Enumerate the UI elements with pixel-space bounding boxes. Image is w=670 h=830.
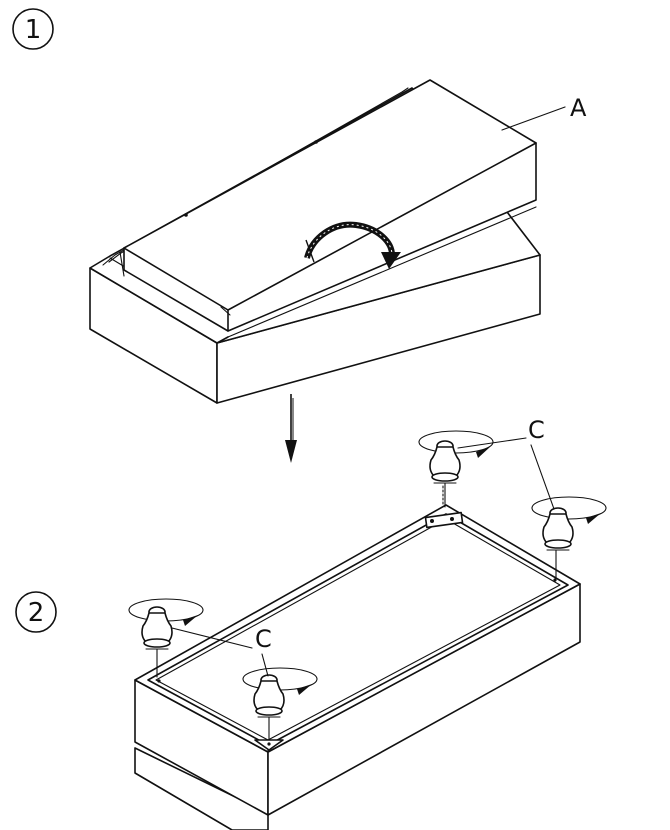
step-1-number: 1 — [25, 15, 42, 45]
foot-c-back — [418, 430, 494, 508]
foot-c-right — [531, 496, 607, 579]
step-2-badge: 2 — [15, 591, 57, 633]
foot-c-front — [242, 667, 318, 741]
label-c-lower: C — [255, 625, 272, 653]
corner-boss-back — [424, 511, 464, 529]
inverted-base — [134, 504, 581, 830]
down-arrow-icon — [285, 394, 297, 463]
label-c-upper: C — [528, 416, 545, 444]
foot-c-left — [128, 598, 204, 678]
label-a-leader — [501, 106, 566, 131]
label-c-lower-leader-1 — [171, 627, 253, 649]
step-1-badge: 1 — [12, 8, 54, 50]
label-c-upper-leader-2 — [530, 444, 555, 510]
label-c-lower-leader-2 — [261, 653, 269, 677]
label-c-upper-leader-1 — [457, 437, 527, 449]
closed-enclosure: A — [89, 79, 587, 404]
lid-a — [123, 79, 537, 332]
step-2-number: 2 — [28, 598, 45, 628]
rotate-arrow-icon — [304, 221, 401, 269]
step-2: 2 — [15, 416, 607, 830]
base-top-rim-2 — [134, 504, 581, 753]
step-1: 1 — [12, 8, 587, 404]
label-a: A — [570, 94, 587, 122]
